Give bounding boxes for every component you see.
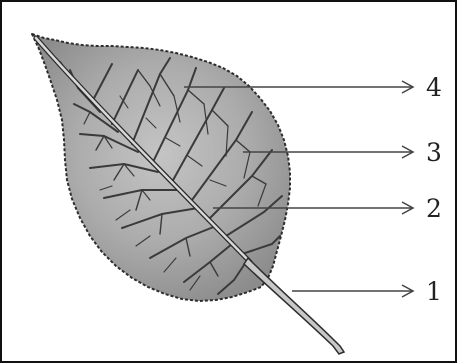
- label-3: 3: [426, 138, 442, 167]
- label-4: 4: [426, 73, 442, 102]
- callout-1: 1: [292, 277, 442, 306]
- label-2: 2: [426, 194, 442, 223]
- label-1: 1: [426, 277, 442, 306]
- petiole: [244, 258, 344, 354]
